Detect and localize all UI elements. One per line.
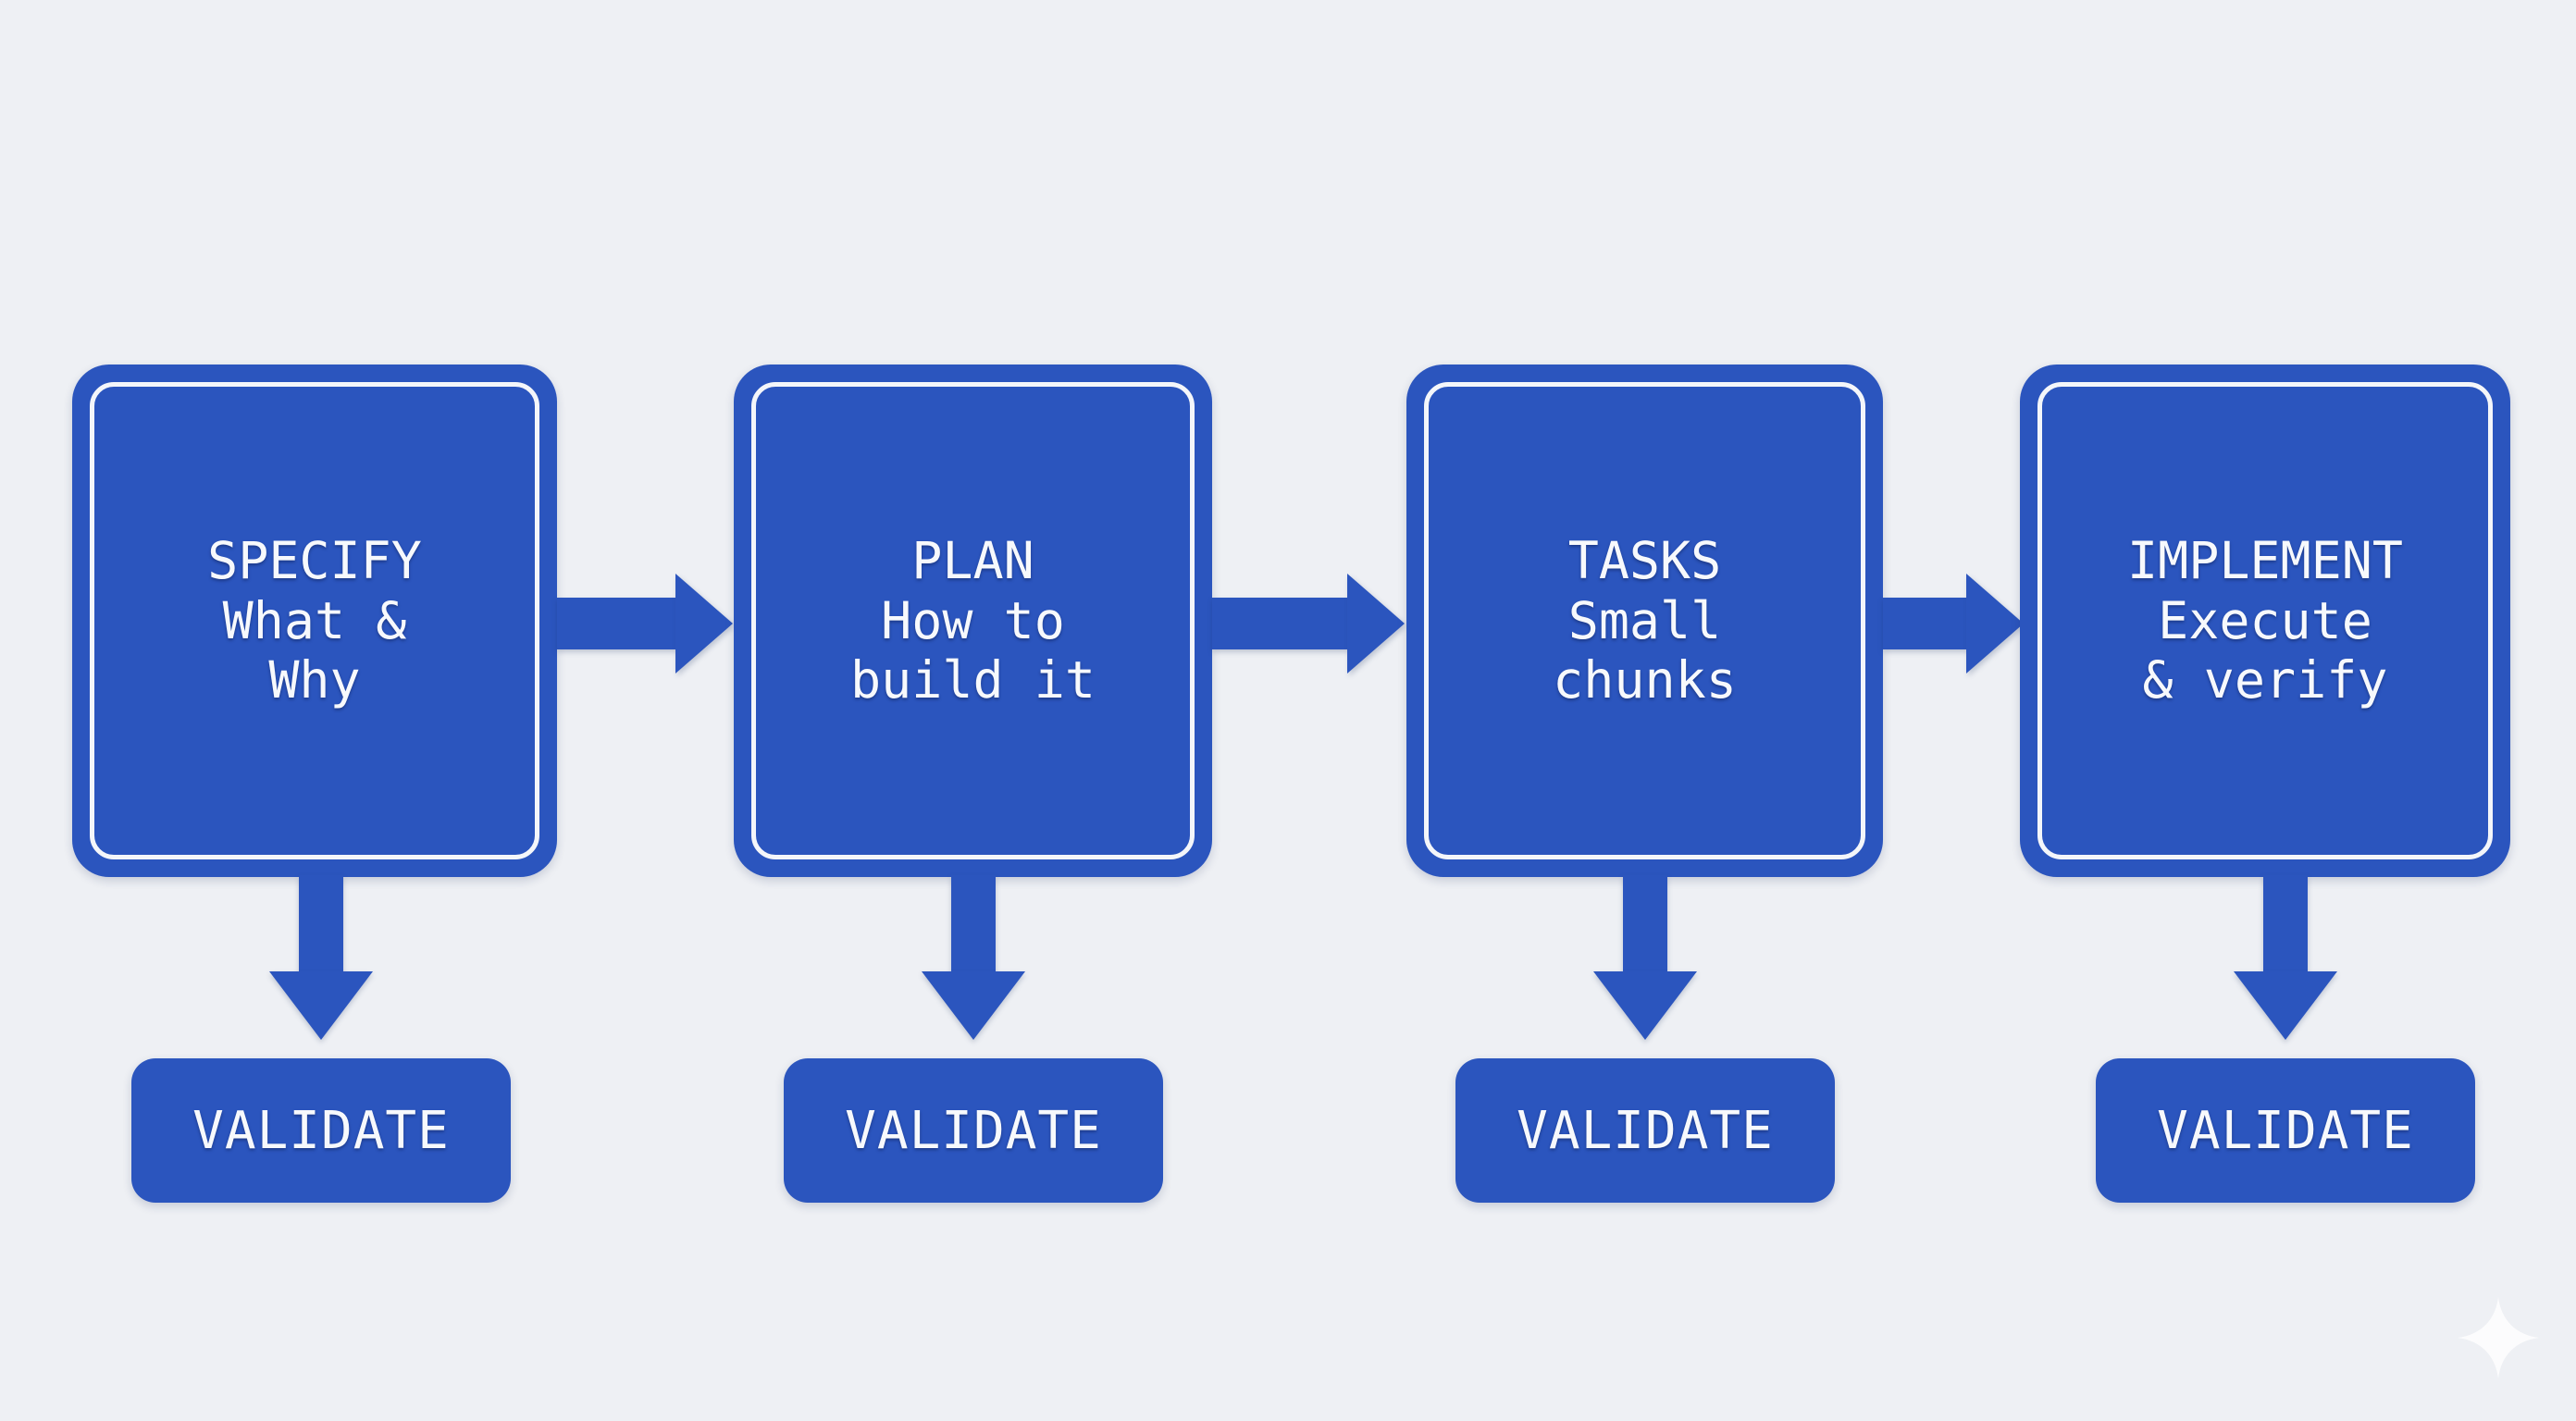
validate-label: VALIDATE — [192, 1100, 450, 1161]
arrow-head — [675, 574, 733, 673]
step-line3: build it — [850, 650, 1096, 710]
arrow-shaft — [299, 875, 343, 977]
arrow-head — [269, 971, 373, 1040]
arrow-head — [2234, 971, 2337, 1040]
arrow-shaft — [1212, 598, 1349, 649]
arrow-down-tasks-to-validate — [1593, 875, 1697, 1040]
step-box-plan[interactable]: PLAN How to build it — [734, 365, 1212, 877]
step-title: IMPLEMENT — [2126, 531, 2403, 591]
step-box-tasks[interactable]: TASKS Small chunks — [1406, 365, 1883, 877]
arrow-shaft — [2263, 875, 2308, 977]
step-line3: & verify — [2142, 650, 2388, 710]
step-line3: chunks — [1553, 650, 1737, 710]
arrow-down-specify-to-validate — [269, 875, 373, 1040]
step-box-implement[interactable]: IMPLEMENT Execute & verify — [2020, 365, 2510, 877]
arrow-head — [1966, 574, 2024, 673]
validate-pill-tasks[interactable]: VALIDATE — [1455, 1058, 1835, 1203]
arrow-right-tasks-to-implement — [1883, 574, 2024, 673]
step-line2: How to — [881, 590, 1065, 650]
validate-label: VALIDATE — [1517, 1100, 1774, 1161]
arrow-head — [1593, 971, 1697, 1040]
arrow-down-plan-to-validate — [922, 875, 1025, 1040]
step-text: TASKS Small chunks — [1536, 531, 1753, 710]
arrow-head — [1347, 574, 1405, 673]
step-title: SPECIFY — [207, 531, 422, 591]
arrow-shaft — [1883, 598, 1968, 649]
arrow-head — [922, 971, 1025, 1040]
step-title: PLAN — [911, 531, 1034, 591]
arrow-right-plan-to-tasks — [1212, 574, 1406, 673]
step-box-specify[interactable]: SPECIFY What & Why — [72, 365, 557, 877]
step-text: PLAN How to build it — [834, 531, 1112, 710]
step-line2: Small — [1567, 590, 1722, 650]
step-text: SPECIFY What & Why — [191, 531, 439, 710]
sparkle-icon — [2457, 1296, 2540, 1379]
arrow-down-implement-to-validate — [2234, 875, 2337, 1040]
arrow-shaft — [557, 598, 677, 649]
step-line2: What & — [222, 590, 407, 650]
arrow-shaft — [1623, 875, 1667, 977]
arrow-shaft — [951, 875, 996, 977]
step-title: TASKS — [1567, 531, 1722, 591]
step-text: IMPLEMENT Execute & verify — [2111, 531, 2420, 710]
validate-pill-plan[interactable]: VALIDATE — [784, 1058, 1163, 1203]
validate-pill-specify[interactable]: VALIDATE — [131, 1058, 511, 1203]
validate-pill-implement[interactable]: VALIDATE — [2096, 1058, 2475, 1203]
step-line3: Why — [268, 650, 361, 710]
arrow-right-specify-to-plan — [557, 574, 733, 673]
step-line2: Execute — [2158, 590, 2372, 650]
validate-label: VALIDATE — [845, 1100, 1102, 1161]
validate-label: VALIDATE — [2157, 1100, 2414, 1161]
